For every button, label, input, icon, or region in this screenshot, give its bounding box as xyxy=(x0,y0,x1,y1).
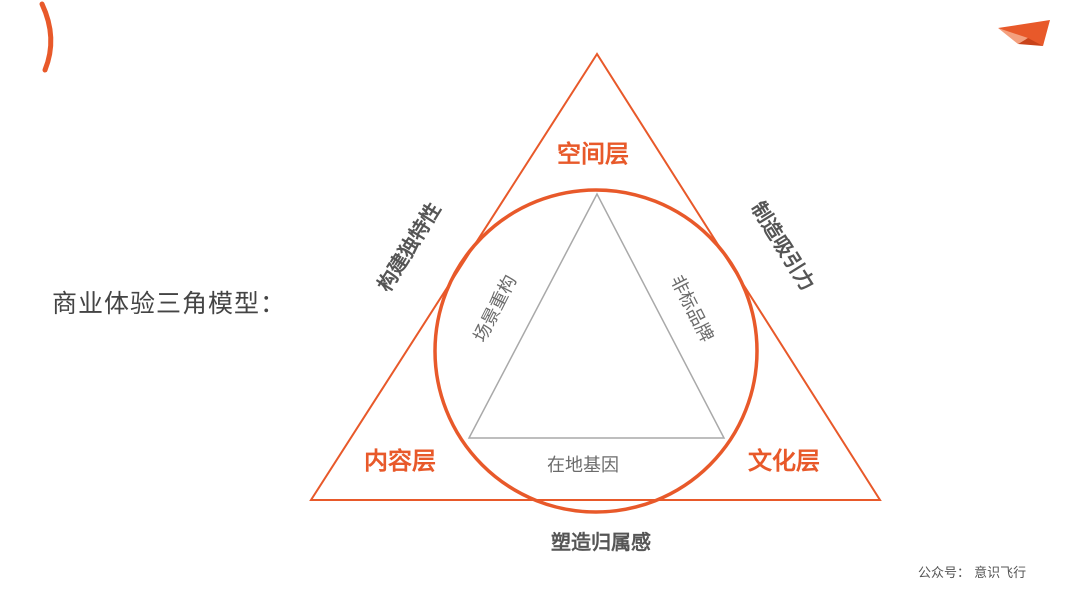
outer-edge-label-bottom: 塑造归属感 xyxy=(551,530,651,554)
orange-bracket-icon xyxy=(39,1,54,73)
layer-label-space: 空间层 xyxy=(557,140,629,168)
paper-plane-icon xyxy=(998,20,1050,46)
model-title: 商业体验三角模型： xyxy=(52,289,287,318)
inner-triangle xyxy=(467,192,726,439)
inner-edge-label-bottom: 在地基因 xyxy=(547,455,619,476)
layer-label-content: 内容层 xyxy=(364,447,436,475)
inscribed-circle xyxy=(433,188,759,514)
layer-label-culture: 文化层 xyxy=(748,447,820,475)
credit-text: 公众号： 意识飞行 xyxy=(918,566,1027,581)
